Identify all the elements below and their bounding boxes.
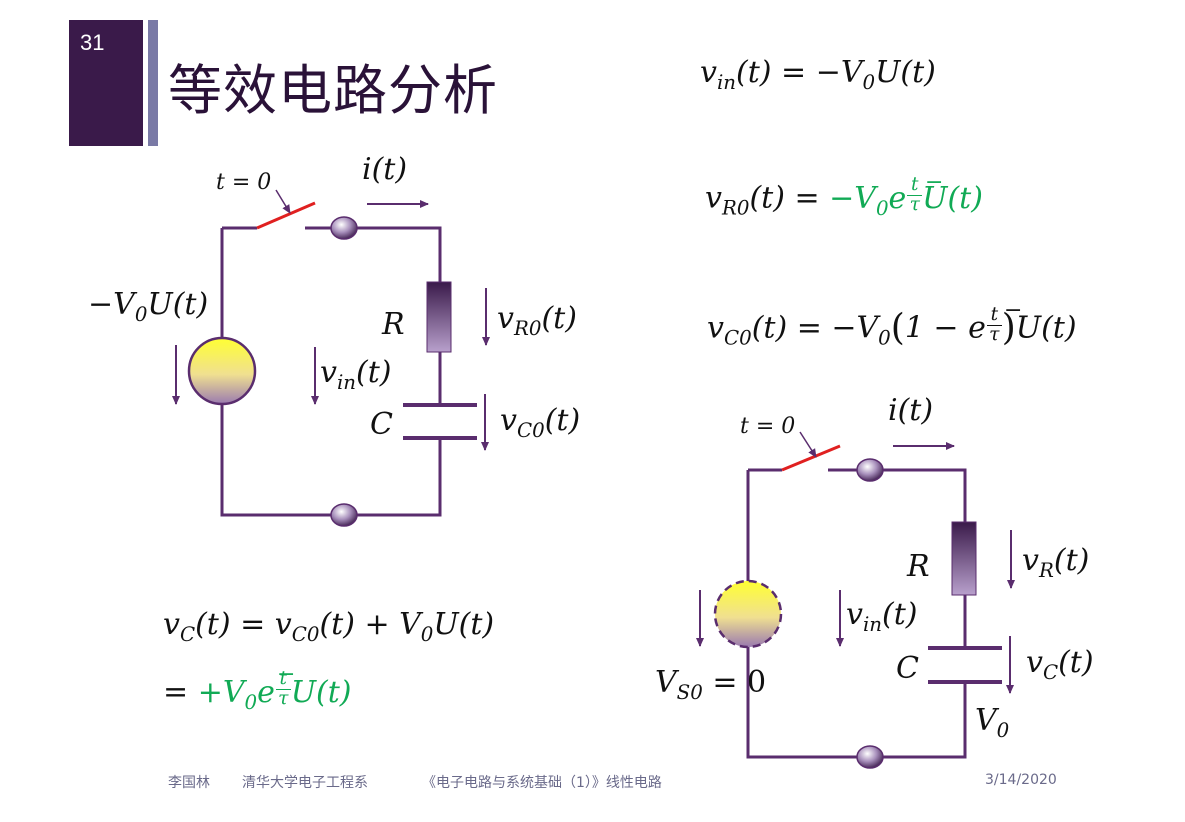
c1-current-label: i(t) <box>362 152 408 187</box>
slide-title: 等效电路分析 <box>168 59 498 122</box>
eq-vC-line1: vC(t) = vC0(t) + V0U(t) <box>163 607 495 646</box>
c2-wire <box>746 468 967 759</box>
c2-cap-voltage-label: V0 <box>975 703 1010 742</box>
c2-R-label: R <box>907 549 930 584</box>
circuit-1 <box>172 189 490 527</box>
c1-node-top <box>330 216 358 240</box>
c1-node-bottom <box>330 503 358 527</box>
eq-vC0-exp-sign: − <box>1004 298 1023 323</box>
c2-vR-label: vR(t) <box>1022 543 1090 582</box>
c1-C-label: C <box>370 407 393 442</box>
c2-node-bottom <box>856 745 884 769</box>
c2-switch <box>781 444 841 472</box>
c2-source-label: VS0 = 0 <box>655 665 767 704</box>
c1-source-label: −V0U(t) <box>88 287 209 326</box>
c1-source <box>187 336 257 406</box>
eq-vC-line2-exp-sign: − <box>277 662 296 687</box>
title-accent-bar <box>148 20 158 146</box>
c2-switch-label: t = 0 <box>740 414 796 439</box>
footer-course: 《电子电路与系统基础（1）》线性电路 <box>422 775 662 791</box>
c2-source <box>713 579 783 649</box>
circuit-2 <box>696 431 1015 769</box>
c1-vR-label: vR0(t) <box>497 301 577 340</box>
footer-author: 李国林 <box>168 775 210 791</box>
c2-C-label: C <box>896 651 919 686</box>
c1-switch <box>256 201 316 230</box>
c2-resistor <box>951 521 977 596</box>
c1-R-label: R <box>382 307 405 342</box>
c1-wire <box>220 226 442 517</box>
c1-resistor <box>426 281 452 353</box>
c1-vin-label: vin(t) <box>320 355 392 394</box>
slide-number-block <box>69 20 143 146</box>
slide-number: 31 <box>80 30 105 55</box>
c1-switch-pointer <box>275 189 291 214</box>
c2-vin-label: vin(t) <box>846 597 918 636</box>
eq-vin: vin(t) = −V0U(t) <box>700 55 936 94</box>
c1-switch-label: t = 0 <box>216 170 272 195</box>
c2-node-top <box>856 458 884 482</box>
c1-vC-label: vC0(t) <box>500 403 581 442</box>
c2-switch-pointer <box>799 431 817 458</box>
c2-vC-label: vC(t) <box>1026 645 1094 684</box>
eq-vR0-exp-sign: − <box>925 170 944 195</box>
c2-current-label: i(t) <box>888 393 934 428</box>
footer-date: 3/14/2020 <box>985 772 1057 788</box>
footer-dept: 清华大学电子工程系 <box>242 775 368 791</box>
